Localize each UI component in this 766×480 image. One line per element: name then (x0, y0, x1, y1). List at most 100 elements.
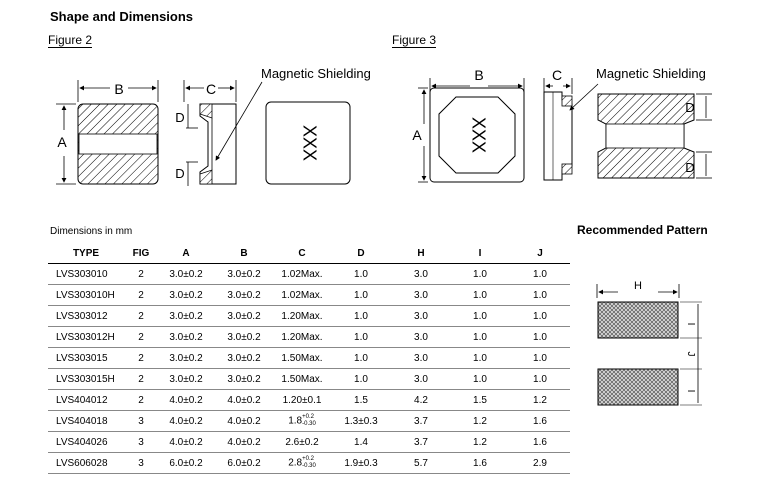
cell-h: 3.0 (392, 368, 450, 390)
cell-type: LVS303012H (48, 326, 124, 348)
header-type: TYPE (48, 243, 124, 264)
cell-type: LVS404018 (48, 410, 124, 432)
cell-d: 1.4 (330, 431, 392, 453)
cell-j: 1.6 (510, 410, 570, 432)
header-c: C (274, 243, 330, 264)
cell-type: LVS606028 (48, 452, 124, 474)
cell-i: 1.0 (450, 263, 510, 285)
cell-b: 4.0±0.2 (214, 431, 274, 453)
cell-d: 1.0 (330, 284, 392, 306)
cell-fig: 2 (124, 389, 158, 411)
cell-c: 1.50Max. (274, 368, 330, 390)
cell-h: 3.0 (392, 326, 450, 348)
cell-c-tolerance: +0.2-0.30 (302, 456, 316, 470)
dimension-drawings: B A C D D Magnetic Shielding XXX (56, 66, 712, 186)
header-i: I (450, 243, 510, 264)
header-h: H (392, 243, 450, 264)
cell-fig: 2 (124, 368, 158, 390)
cell-a: 4.0±0.2 (158, 431, 214, 453)
pattern-dim-i-top: I (685, 323, 696, 326)
pattern-dim-h: H (634, 280, 642, 292)
cell-fig: 3 (124, 431, 158, 453)
cell-c: 2.6±0.2 (274, 431, 330, 453)
section-title: Shape and Dimensions (50, 9, 194, 24)
fig3-dim-b: B (474, 67, 483, 83)
cell-h: 3.0 (392, 284, 450, 306)
cell-i: 1.0 (450, 368, 510, 390)
fig2-dim-d-bottom: D (175, 166, 184, 181)
cell-c: 1.20Max. (274, 305, 330, 327)
cell-c-value: 2.8 (288, 457, 303, 469)
cell-j: 1.0 (510, 347, 570, 369)
cell-i: 1.0 (450, 305, 510, 327)
cell-b: 3.0±0.2 (214, 305, 274, 327)
pattern-title: Recommended Pattern (577, 223, 708, 237)
cell-d: 1.3±0.3 (330, 410, 392, 432)
header-d: D (330, 243, 392, 264)
cell-j: 2.9 (510, 452, 570, 474)
cell-i: 1.0 (450, 326, 510, 348)
cell-b: 3.0±0.2 (214, 347, 274, 369)
cell-fig: 2 (124, 347, 158, 369)
cell-i: 1.0 (450, 347, 510, 369)
cell-b: 3.0±0.2 (214, 263, 274, 285)
cell-d: 1.0 (330, 347, 392, 369)
pattern-dim-i-bottom: I (685, 390, 696, 393)
cell-j: 1.0 (510, 368, 570, 390)
cell-a: 3.0±0.2 (158, 326, 214, 348)
cell-a: 3.0±0.2 (158, 263, 214, 285)
cell-c-minus: -0.30 (302, 421, 316, 427)
figure-2-drawing: B A C D D Magnetic Shielding XXX (56, 66, 371, 186)
cell-a: 4.0±0.2 (158, 389, 214, 411)
cell-j: 1.0 (510, 263, 570, 285)
cell-h: 3.0 (392, 263, 450, 285)
cell-d: 1.0 (330, 368, 392, 390)
cell-h: 5.7 (392, 452, 450, 474)
cell-i: 1.5 (450, 389, 510, 411)
figure-3-drawing: B XXX A C D D Magnetic Shieldi (412, 66, 712, 183)
cell-b: 3.0±0.2 (214, 326, 274, 348)
cell-d: 1.0 (330, 305, 392, 327)
fig3-dim-a: A (412, 127, 422, 143)
cell-c-minus: -0.30 (302, 463, 316, 469)
cell-c: 1.50Max. (274, 347, 330, 369)
cell-type: LVS303015H (48, 368, 124, 390)
cell-type: LVS303010 (48, 263, 124, 285)
cell-h: 3.0 (392, 305, 450, 327)
fig3-dim-d-top: D (685, 100, 694, 115)
cell-i: 1.0 (450, 284, 510, 306)
cell-b: 4.0±0.2 (214, 389, 274, 411)
cell-a: 4.0±0.2 (158, 410, 214, 432)
cell-j: 1.0 (510, 305, 570, 327)
cell-c: 1.8+0.2-0.30 (274, 410, 330, 432)
cell-i: 1.2 (450, 410, 510, 432)
fig2-dim-a: A (57, 134, 67, 150)
cell-fig: 2 (124, 326, 158, 348)
cell-h: 4.2 (392, 389, 450, 411)
cell-a: 3.0±0.2 (158, 284, 214, 306)
cell-d: 1.9±0.3 (330, 452, 392, 474)
cell-d: 1.0 (330, 263, 392, 285)
pattern-pad-top (597, 301, 679, 339)
cell-fig: 2 (124, 284, 158, 306)
cell-i: 1.2 (450, 431, 510, 453)
header-j: J (510, 243, 570, 264)
cell-c: 1.20±0.1 (274, 389, 330, 411)
fig3-marking: XXX (468, 117, 488, 153)
cell-c: 1.02Max. (274, 263, 330, 285)
fig3-dim-d-bottom: D (685, 160, 694, 175)
cell-h: 3.7 (392, 431, 450, 453)
cell-d: 1.5 (330, 389, 392, 411)
cell-type: LVS303012 (48, 305, 124, 327)
pattern-pad-bottom (597, 368, 679, 406)
